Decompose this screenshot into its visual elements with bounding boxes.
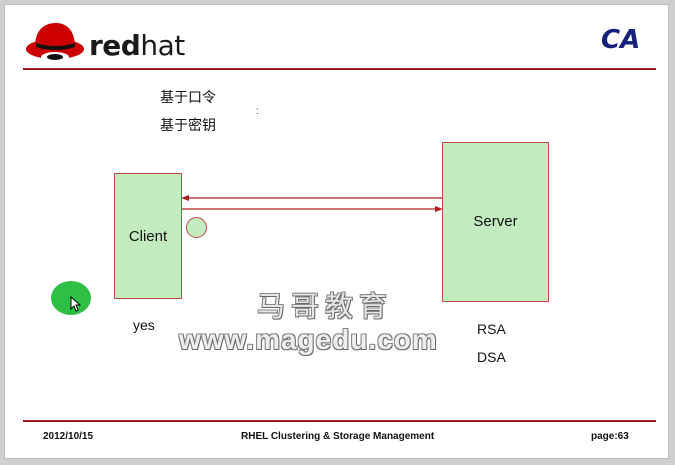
- logo-red-text: red: [89, 29, 141, 62]
- shadowman-hat-icon: [26, 23, 84, 62]
- auth-method-password: 基于口令: [160, 89, 216, 105]
- footer-page-number: page:63: [591, 431, 629, 442]
- client-box: Client: [114, 173, 182, 299]
- arrowhead-right-icon: [435, 206, 443, 212]
- header-divider: [23, 68, 656, 70]
- server-algorithm-rsa: RSA: [477, 321, 506, 337]
- auth-method-key: 基于密钥: [160, 117, 216, 133]
- client-label: Client: [128, 227, 168, 245]
- redhat-logo: redhat: [25, 19, 205, 63]
- arrowhead-left-icon: [181, 195, 189, 201]
- mouse-pointer-icon: [70, 296, 82, 312]
- stray-mark: :: [256, 106, 259, 117]
- server-box: Server: [442, 142, 549, 302]
- server-label: Server: [473, 213, 518, 230]
- client-note: yes: [133, 317, 155, 333]
- slide: redhat CA 基于口令 基于密钥 : Client Server yes …: [4, 4, 669, 459]
- footer-course: RHEL Clustering & Storage Management: [241, 431, 435, 442]
- small-circle: [186, 217, 207, 238]
- logo-hat-text: hat: [140, 29, 185, 62]
- server-algorithm-dsa: DSA: [477, 349, 506, 365]
- footer-divider: [23, 420, 656, 422]
- redhat-wordmark: redhat: [89, 29, 185, 62]
- slide-title: CA: [601, 25, 641, 55]
- connection-arrows: [181, 195, 443, 212]
- footer-date: 2012/10/15: [43, 431, 94, 442]
- watermark-url: www.magedu.com: [179, 324, 438, 355]
- watermark-chinese: 马哥教育: [257, 291, 394, 322]
